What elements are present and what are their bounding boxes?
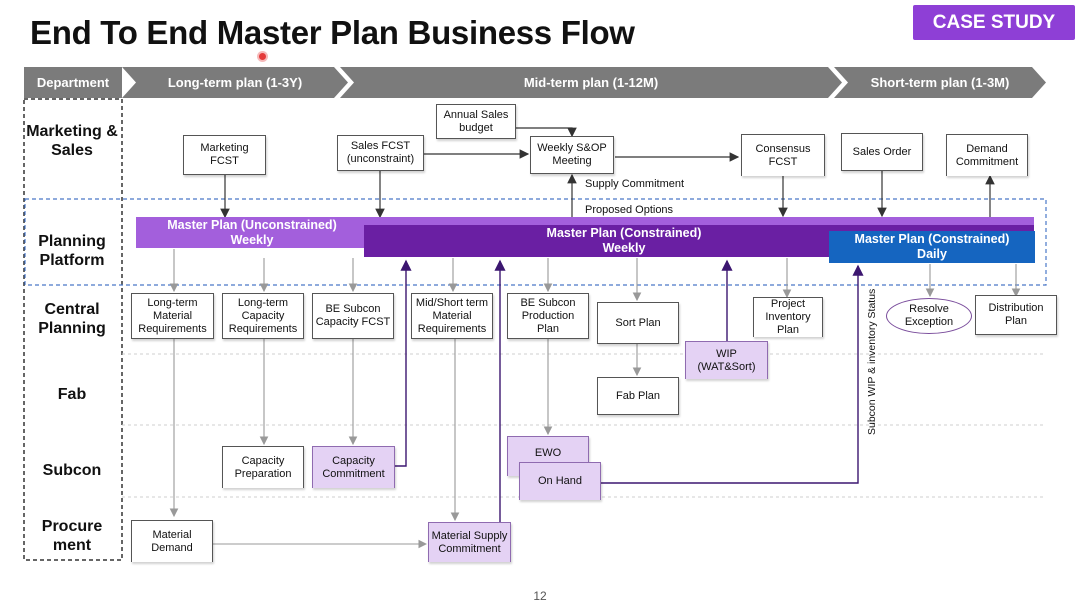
node-sales-fcst: Sales FCST (unconstraint) [337, 135, 424, 171]
node-consensus-fcst: Consensus FCST [741, 134, 825, 176]
bar-line2: Weekly [602, 241, 646, 255]
bar-master-plan-unconstrained: Master Plan (Unconstrained) Weekly [136, 217, 368, 248]
label-supply-commitment: Supply Commitment [585, 178, 685, 190]
node-resolve-exception: Resolve Exception [886, 298, 972, 334]
bar-line2: Weekly [230, 232, 274, 247]
header-mid-term: Mid-term plan (1-12M) [340, 67, 842, 98]
row-label-central: Central Planning [38, 301, 106, 337]
page-number: 12 [533, 589, 547, 603]
node-project-inventory-plan: Project Inventory Plan [753, 297, 823, 337]
node-material-supply-commitment: Material Supply Commitment [428, 522, 511, 562]
header-short-term: Short-term plan (1-3M) [834, 67, 1046, 98]
bar-unconstrained-extension [364, 217, 1034, 225]
node-fab-plan: Fab Plan [597, 377, 679, 415]
node-sales-order: Sales Order [841, 133, 923, 171]
row-label-marketing: Marketing & Sales [26, 123, 118, 159]
node-annual-sales-budget: Annual Sales budget [436, 104, 516, 139]
node-long-term-material-req: Long-term Material Requirements [131, 293, 214, 339]
node-long-term-capacity-req: Long-term Capacity Requirements [222, 293, 304, 339]
row-label-planning: Planning Platform [38, 233, 106, 269]
case-study-badge: CASE STUDY [913, 5, 1075, 40]
header-long-term: Long-term plan (1-3Y) [122, 67, 348, 98]
label-subcon-wip-inventory-status: Subcon WIP & inventory Status [866, 288, 878, 435]
bar-line1: Master Plan (Unconstrained) [167, 217, 337, 232]
page-title: End To End Master Plan Business Flow [30, 14, 635, 51]
node-mid-short-material-req: Mid/Short term Material Requirements [411, 293, 493, 339]
node-marketing-fcst: Marketing FCST [183, 135, 266, 175]
bar-line1: Master Plan (Constrained) [854, 232, 1010, 246]
node-wip-wat-sort: WIP (WAT&Sort) [685, 341, 768, 379]
header-department: Department [24, 67, 122, 98]
laser-pointer-dot [259, 53, 266, 60]
label-proposed-options: Proposed Options [585, 204, 674, 216]
node-capacity-preparation: Capacity Preparation [222, 446, 304, 488]
node-be-subcon-production-plan: BE Subcon Production Plan [507, 293, 589, 339]
node-distribution-plan: Distribution Plan [975, 295, 1057, 335]
node-on-hand: On Hand [519, 462, 601, 500]
node-material-demand: Material Demand [131, 520, 213, 562]
bar-line1: Master Plan (Constrained) [546, 226, 702, 240]
node-sort-plan: Sort Plan [597, 302, 679, 344]
node-capacity-commitment: Capacity Commitment [312, 446, 395, 488]
bar-master-plan-constrained-daily: Master Plan (Constrained) Daily [829, 231, 1035, 263]
node-be-subcon-capacity-fcst: BE Subcon Capacity FCST [312, 293, 394, 339]
node-demand-commitment: Demand Commitment [946, 134, 1028, 176]
row-label-fab: Fab [57, 385, 87, 403]
row-label-procurement: Procure ment [41, 518, 103, 554]
row-label-subcon: Subcon [42, 461, 102, 479]
node-weekly-sop-meeting: Weekly S&OP Meeting [530, 136, 614, 174]
bar-line2: Daily [917, 247, 947, 261]
